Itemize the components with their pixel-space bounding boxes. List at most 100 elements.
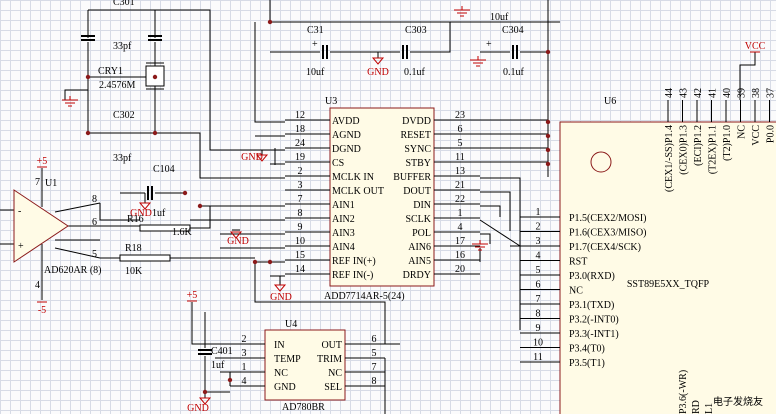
c31-plus: + — [312, 39, 318, 50]
u4-pin-number: 3 — [242, 348, 247, 359]
u3-pin-number: 22 — [455, 194, 465, 205]
r16-ref: R16 — [127, 214, 144, 225]
u4-pin-number: 7 — [372, 362, 377, 373]
c401-value: 1uf — [211, 360, 225, 371]
u6-pin-name: P3.0(RXD) — [569, 271, 615, 282]
u3-pin-name: AIN3 — [332, 228, 355, 239]
gnd-triangle — [371, 57, 385, 65]
junction-dot — [545, 119, 551, 125]
u6-pin-name: (ECI)P1.2 — [693, 125, 704, 166]
gnd-label: GND — [367, 67, 389, 78]
u3-pin-name: AGND — [332, 130, 361, 141]
u3-pin-name: AIN1 — [332, 200, 355, 211]
u6-pin-name: NC — [569, 286, 583, 297]
gnd-triangle — [229, 231, 243, 239]
u3-ref: U3 — [325, 96, 337, 107]
c304-ref: C304 — [502, 25, 524, 36]
wire — [480, 233, 491, 244]
u6-pin-number: 37 — [766, 88, 776, 98]
u6-pin-name: P3.1(TXD) — [569, 300, 614, 311]
plus5-label: +5 — [37, 156, 48, 167]
u3-pin-number: 1 — [458, 208, 463, 219]
u6-pin-number: 8 — [536, 309, 541, 320]
u3-pin-name: REF IN(+) — [332, 256, 376, 267]
gnd-label: GND — [241, 152, 263, 163]
u6-pin-name: P3.5(T1) — [569, 358, 605, 369]
u3-pin-name: RESET — [400, 130, 431, 141]
wire — [480, 205, 501, 217]
c302-ref: C302 — [113, 110, 135, 121]
u6-pin-name: VCC — [751, 125, 762, 146]
u6-pin-name: P1.5(CEX2/MOSI) — [569, 213, 647, 224]
u6-pin-number: 4 — [536, 251, 541, 262]
u1-ref: U1 — [45, 178, 57, 189]
c31-value: 10uf — [306, 67, 325, 78]
u6-part: SST89E5XX_TQFP — [627, 279, 710, 290]
junction-dot — [545, 161, 551, 167]
u6-pin-number: 40 — [722, 88, 733, 98]
u6-pin-name: RST — [569, 257, 587, 268]
u4-pin-name: NC — [328, 368, 342, 379]
u3-pin-number: 6 — [458, 124, 463, 135]
watermark-text: 电子发烧友 — [713, 395, 763, 408]
u6-bottom-pin-name: RD — [691, 400, 702, 414]
c104-value: 1uf — [152, 208, 166, 219]
u4-pin-name: GND — [274, 382, 296, 393]
u3-pin-name: MCLK IN — [332, 172, 374, 183]
wire — [410, 22, 451, 53]
u6-pin-number: 6 — [536, 280, 541, 291]
u3-pin-number: 5 — [458, 138, 463, 149]
gnd-label: GND — [270, 292, 292, 303]
u6-pin-name: P3.2(-INT0) — [569, 315, 619, 326]
r18-value: 10K — [125, 266, 143, 277]
c31-ref: C31 — [307, 25, 324, 36]
u6-pin-number: 38 — [751, 88, 762, 98]
symbols — [37, 6, 760, 405]
u6-pin-name: P0.0 — [766, 125, 776, 143]
c302-value: 33pf — [113, 153, 132, 164]
ref-net — [254, 262, 386, 344]
u1-pin5 — [54, 247, 101, 259]
u6-pin-number: 7 — [536, 294, 541, 305]
junction-dot — [152, 74, 158, 80]
u3-pin-number: 16 — [455, 250, 465, 261]
u4-pin-name: SEL — [324, 382, 342, 393]
u4-pin-number: 4 — [242, 376, 247, 387]
wires — [0, 0, 756, 414]
u3-pin-number: 18 — [295, 124, 305, 135]
wire — [479, 219, 521, 247]
u3-pin-name: DOUT — [403, 186, 431, 197]
u6-pin-name: (T2EX)P1.1 — [708, 125, 719, 174]
u3-pin-number: 9 — [298, 222, 303, 233]
mclk-in-net — [88, 9, 285, 151]
c401-ref: C401 — [211, 346, 233, 357]
wire — [190, 206, 211, 229]
wire — [480, 191, 511, 231]
u6-pin-name: (T2)P1.0 — [722, 125, 733, 161]
u3-pin-number: 21 — [455, 180, 465, 191]
gnd-label: GND — [227, 236, 249, 247]
cry1-ref: CRY1 — [98, 66, 123, 77]
u3-pin-name: SYNC — [404, 144, 431, 155]
u3-pin-number: 4 — [458, 222, 463, 233]
u3-pin-number: 2 — [298, 166, 303, 177]
wire — [480, 177, 521, 217]
u4-pin-name: NC — [274, 368, 288, 379]
u6-pin-name: P3.4(T0) — [569, 344, 605, 355]
c104-ref: C104 — [153, 164, 175, 175]
u3-pin-number: 13 — [455, 166, 465, 177]
u1-minus-sign: - — [18, 206, 21, 217]
junction-dot — [545, 147, 551, 153]
u1-body — [13, 189, 69, 263]
junction-dot — [202, 389, 208, 395]
junction-dot — [267, 19, 273, 25]
u3-pin-name: POL — [412, 228, 431, 239]
junction-dot — [227, 377, 233, 383]
wire — [269, 0, 560, 23]
u6-ref: U6 — [604, 96, 616, 107]
c301-ref: C301 — [113, 0, 135, 8]
pins — [230, 100, 770, 387]
junction-dot — [85, 130, 91, 136]
